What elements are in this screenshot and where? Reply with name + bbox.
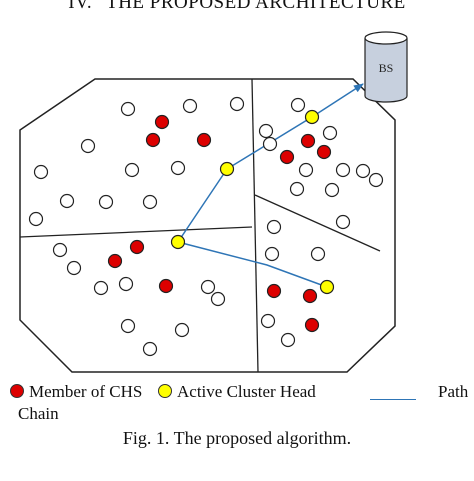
cluster-head-node (319, 279, 335, 295)
cluster-head-node (170, 234, 186, 250)
member-node (145, 132, 161, 148)
member-node (129, 239, 145, 255)
sensor-node (120, 318, 136, 334)
cluster-head-node (219, 161, 235, 177)
sensor-node (170, 160, 186, 176)
legend: Member of CHS Active Cluster Head Path (10, 382, 474, 422)
sensor-node (174, 322, 190, 338)
legend-path-label: Path (438, 382, 469, 401)
cluster-divider (19, 226, 253, 238)
legend-member-label: Member of CHS (29, 382, 143, 401)
member-node (304, 317, 320, 333)
member-node (107, 253, 123, 269)
member-node (196, 132, 212, 148)
sensor-node (200, 279, 216, 295)
sensor-node (368, 172, 384, 188)
sensor-node (355, 163, 371, 179)
sensor-node (59, 193, 75, 209)
sensor-node (289, 181, 305, 197)
sensor-node (98, 194, 114, 210)
sensor-node (298, 162, 314, 178)
sensor-node (335, 214, 351, 230)
legend-member: Member of CHS (10, 382, 142, 402)
sensor-node (229, 96, 245, 112)
cluster-head-node (304, 109, 320, 125)
sensor-node (120, 101, 136, 117)
sensor-node (310, 246, 326, 262)
sensor-node (266, 219, 282, 235)
sensor-node (262, 136, 278, 152)
legend-path: Path (438, 382, 468, 402)
member-node (302, 288, 318, 304)
sensor-node (264, 246, 280, 262)
sensor-node (80, 138, 96, 154)
section-number: IV. (68, 0, 93, 13)
base-station: BS (364, 31, 408, 103)
sensor-node (124, 162, 140, 178)
red-dot-icon (10, 384, 24, 398)
sensor-node (258, 123, 274, 139)
sensor-node (335, 162, 351, 178)
member-node (266, 283, 282, 299)
section-heading: IV. THE PROPOSED ARCHITECTURE (0, 0, 474, 14)
sensor-nodes (28, 96, 384, 357)
sensor-node (260, 313, 276, 329)
base-station-label: BS (379, 61, 394, 75)
path-line-icon (370, 399, 416, 400)
cluster-divider (254, 194, 381, 252)
figure-caption: Fig. 1. The proposed algorithm. (122, 428, 352, 448)
member-node (279, 149, 295, 165)
sensor-node (33, 164, 49, 180)
member-nodes (107, 114, 332, 333)
sensor-node (118, 276, 134, 292)
sensor-node (142, 194, 158, 210)
path-chain (177, 116, 313, 243)
sensor-node (52, 242, 68, 258)
cluster-divider (251, 78, 259, 373)
member-node (154, 114, 170, 130)
legend-chain-label: Chain (18, 404, 59, 423)
sensor-node (142, 341, 158, 357)
member-node (158, 278, 174, 294)
sensor-node (28, 211, 44, 227)
sensor-node (324, 182, 340, 198)
legend-cluster-head: Active Cluster Head (158, 382, 316, 402)
sensor-node (322, 125, 338, 141)
sensor-node (66, 260, 82, 276)
member-node (316, 144, 332, 160)
sensor-node (290, 97, 306, 113)
path-to-base-station (311, 83, 364, 118)
path-chain (177, 241, 328, 288)
legend-cluster-head-label: Active Cluster Head (177, 382, 316, 401)
sensor-node (182, 98, 198, 114)
sensor-node (93, 280, 109, 296)
cluster-head-nodes (170, 109, 335, 295)
section-title: THE PROPOSED ARCHITECTURE (106, 0, 406, 13)
sensor-node (280, 332, 296, 348)
member-node (300, 133, 316, 149)
sensor-node (210, 291, 226, 307)
yellow-dot-icon (158, 384, 172, 398)
